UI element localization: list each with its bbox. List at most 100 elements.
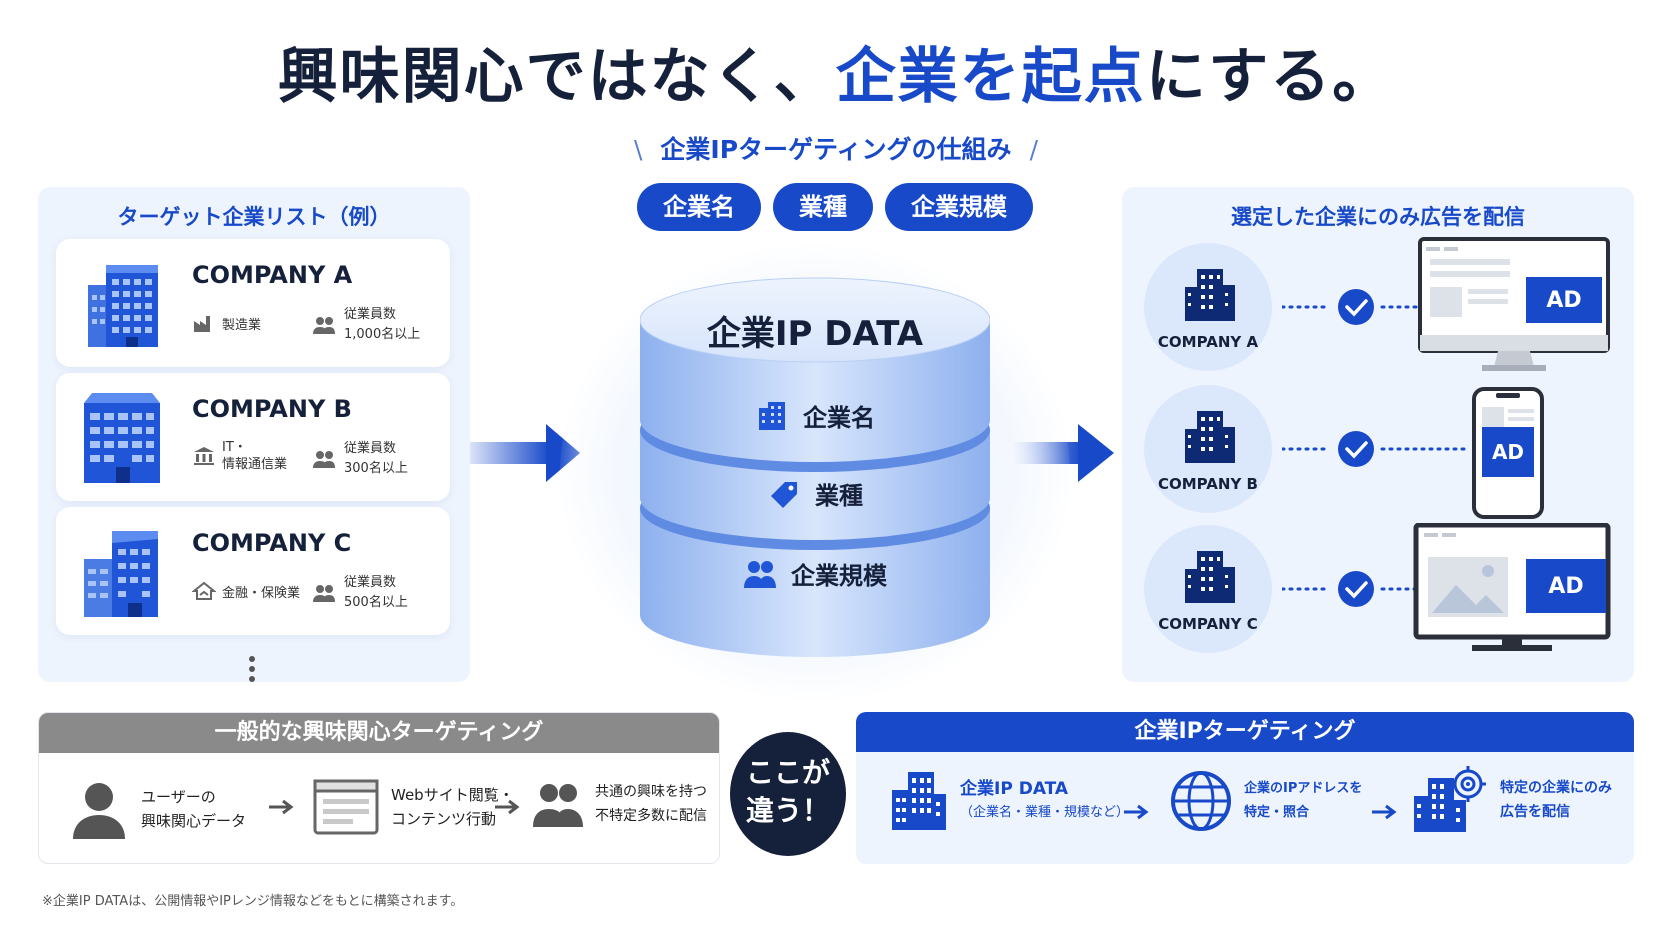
tag-icon (771, 481, 797, 508)
ad-delivery-panel: 選定した企業にのみ広告を配信 COMPANY A AD COMPANY B AD (1122, 187, 1634, 682)
target-company-a: COMPANY A (1144, 243, 1272, 371)
page-title: 興味関心ではなく、企業を起点にする。 (0, 28, 1672, 115)
subtitle-text: 企業IPターゲティングの仕組み (660, 135, 1012, 164)
step-arrow-icon (269, 799, 294, 815)
target-company-list-panel: ターゲット企業リスト（例） COMPANY A 製造業 従業員数 1,000名以上 (38, 187, 470, 682)
employee-info: 従業員数 500名以上 (312, 573, 408, 613)
industry-info: 製造業 (192, 313, 310, 333)
ip-step-2: 企業のIPアドレスを 特定・照合 (1170, 770, 1362, 832)
step-main-text: 特定の企業にのみ 広告を配信 (1500, 780, 1612, 820)
bank-icon (194, 447, 214, 465)
ad-badge: AD (1482, 427, 1534, 477)
building-icon (88, 265, 158, 347)
step-text: Webサイト閲覧・ コンテンツ行動 (391, 786, 514, 828)
target-company-name: COMPANY B (1158, 475, 1258, 493)
building-icon (892, 772, 946, 830)
subtitle-slash-open: \ (633, 135, 643, 164)
ip-step-1: 企業IP DATA （企業名・業種・規模など） (890, 770, 1129, 832)
general-step-2: Webサイト閲覧・ コンテンツ行動 (313, 779, 514, 835)
pill-company-name: 企業名 (637, 183, 761, 231)
db-row-industry: 業種 (640, 476, 990, 511)
insurance-icon (192, 581, 216, 600)
step-arrow-icon (495, 799, 520, 815)
employee-label: 従業員数 (344, 575, 397, 590)
globe-icon (1171, 771, 1231, 831)
building-icon (1185, 411, 1235, 463)
step-text: 共通の興味を持つ 不特定多数に配信 (595, 784, 707, 824)
employee-info: 従業員数 300名以上 (312, 439, 408, 479)
db-row-label: 業種 (815, 482, 863, 510)
general-targeting-box: 一般的な興味関心ターゲティング ユーザーの 興味関心データ Webサイト閲覧・ … (38, 712, 720, 864)
footnote: ※企業IP DATAは、公開情報やIPレンジ情報などをもとに構築されます。 (42, 894, 464, 909)
database-cylinder-icon (640, 277, 990, 657)
title-part1: 興味関心ではなく、 (277, 42, 836, 112)
employee-value: 300名以上 (344, 461, 408, 476)
title-accent: 企業を起点 (835, 42, 1146, 112)
industry-info: IT・ 情報通信業 (192, 439, 310, 473)
check-connector (1282, 289, 1424, 325)
ad-badge: AD (1526, 277, 1602, 323)
general-step-3: 共通の興味を持つ 不特定多数に配信 (533, 779, 707, 829)
target-company-c: COMPANY C (1144, 525, 1272, 653)
industry-label: IT・ 情報通信業 (222, 440, 288, 472)
company-card-c: COMPANY C 金融・保険業 従業員数 500名以上 (56, 507, 450, 635)
employee-label: 従業員数 (344, 307, 397, 322)
building-icon (1185, 269, 1235, 321)
check-connector (1282, 431, 1468, 467)
step-main-text: 企業のIPアドレスを 特定・照合 (1244, 781, 1363, 820)
pill-industry: 業種 (773, 183, 873, 231)
industry-label: 金融・保険業 (222, 585, 301, 601)
employee-value: 500名以上 (344, 595, 408, 610)
company-card-b: COMPANY B IT・ 情報通信業 従業員数 300名以上 (56, 373, 450, 501)
people-icon (313, 451, 335, 468)
section-subtitle: \企業IPターゲティングの仕組み/ (0, 130, 1672, 166)
employee-value: 1,000名以上 (344, 327, 421, 342)
general-targeting-header: 一般的な興味関心ターゲティング (39, 713, 719, 753)
ip-targeting-header: 企業IPターゲティング (856, 712, 1634, 752)
panel-title: 選定した企業にのみ広告を配信 (1231, 205, 1525, 229)
target-building-icon (1414, 766, 1486, 832)
company-name: COMPANY C (192, 529, 352, 557)
building-icon (759, 401, 785, 430)
people-icon (533, 784, 583, 827)
industry-label: 製造業 (222, 317, 262, 333)
title-part2: にする。 (1145, 42, 1395, 112)
building-icon (84, 531, 158, 617)
general-step-1: ユーザーの 興味関心データ (69, 779, 246, 839)
step-text: ユーザーの 興味関心データ (141, 788, 247, 830)
user-icon (73, 783, 125, 839)
target-company-name: COMPANY C (1158, 615, 1258, 633)
db-row-label: 企業規模 (791, 562, 887, 590)
difference-badge: ここが 違う！ (730, 732, 846, 856)
target-company-b: COMPANY B (1144, 385, 1272, 513)
company-name: COMPANY A (192, 261, 353, 289)
company-name: COMPANY B (192, 395, 352, 423)
step-sub-text: （企業名・業種・規模など） (960, 805, 1130, 820)
db-row-company-size: 企業規模 (640, 556, 990, 591)
desktop-monitor-icon (1418, 237, 1610, 371)
people-icon (313, 585, 335, 602)
building-icon (1185, 551, 1235, 603)
employee-info: 従業員数 1,000名以上 (312, 305, 420, 345)
more-dots-icon (249, 656, 255, 682)
database-title: 企業IP DATA (706, 314, 924, 354)
attribute-pills: 企業名 業種 企業規模 (600, 183, 1070, 233)
building-icon (84, 393, 160, 483)
step-arrow-icon (1124, 804, 1149, 820)
db-row-label: 企業名 (803, 404, 875, 432)
factory-icon (194, 316, 210, 332)
ip-step-3: 特定の企業にのみ 広告を配信 (1412, 766, 1612, 834)
company-card-a: COMPANY A 製造業 従業員数 1,000名以上 (56, 239, 450, 367)
people-icon (744, 560, 776, 588)
industry-info: 金融・保険業 (192, 581, 310, 601)
step-main-text: 企業IP DATA (960, 779, 1069, 799)
target-company-name: COMPANY A (1157, 333, 1259, 351)
ad-badge: AD (1526, 559, 1606, 613)
pill-company-size: 企業規模 (885, 183, 1033, 231)
browser-window-icon (313, 779, 379, 835)
panel-title: ターゲット企業リスト（例） (117, 205, 391, 229)
employee-label: 従業員数 (344, 441, 397, 456)
ip-targeting-box: 企業IPターゲティング 企業IP DATA （企業名・業種・規模など） 企業のI… (856, 712, 1634, 864)
step-arrow-icon (1372, 804, 1397, 820)
people-icon (313, 317, 335, 334)
